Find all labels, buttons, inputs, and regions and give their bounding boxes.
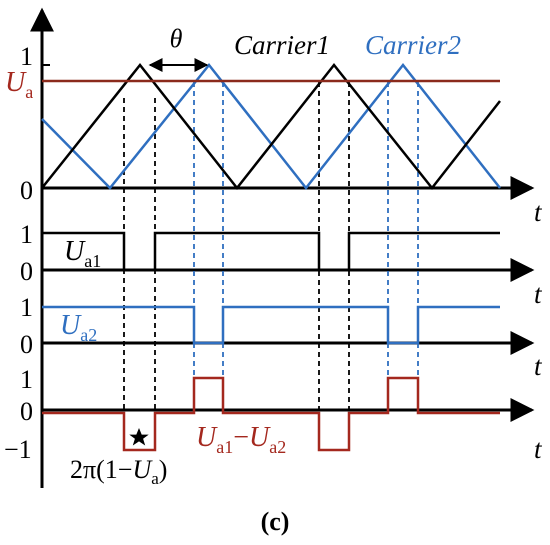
level-zero-diff: 0 [20, 397, 33, 426]
t-label-carrier: t [534, 197, 543, 227]
phase-annotation: 2π(1−Ua) [70, 455, 167, 488]
diff-label: Ua1−Ua2 [196, 422, 286, 457]
level-zero-ua1: 0 [20, 257, 33, 286]
level-zero-ua2: 0 [20, 330, 33, 359]
ua2-waveform [42, 305, 500, 345]
t-label-diff: t [534, 434, 543, 464]
t-label-ua2: t [534, 351, 543, 381]
level-one-ua2: 1 [20, 293, 33, 322]
ua2-label: Ua2 [60, 310, 97, 345]
dashed-guides-blue [193, 82, 419, 412]
level-minus-one-diff: −1 [4, 435, 32, 464]
dashed-guides-black [123, 82, 350, 450]
level-zero-carrier: 0 [20, 176, 33, 205]
carrier1-wave [41, 62, 501, 191]
level-one-diff: 1 [20, 365, 33, 394]
carrier2-wave [41, 62, 501, 191]
ua1-waveform [42, 231, 500, 272]
star-marker [129, 428, 149, 446]
theta-label: θ [170, 24, 183, 53]
diff-waveform [42, 376, 500, 452]
level-one-ua1: 1 [20, 220, 33, 249]
level-one-carrier: 1 [20, 42, 33, 71]
ua-label: Ua [5, 67, 33, 102]
ua1-label: Ua1 [64, 236, 101, 271]
carrier2-label: Carrier2 [365, 30, 461, 60]
t-label-ua1: t [534, 279, 543, 309]
carrier1-label: Carrier1 [234, 30, 330, 60]
figure-caption: (c) [261, 507, 290, 536]
